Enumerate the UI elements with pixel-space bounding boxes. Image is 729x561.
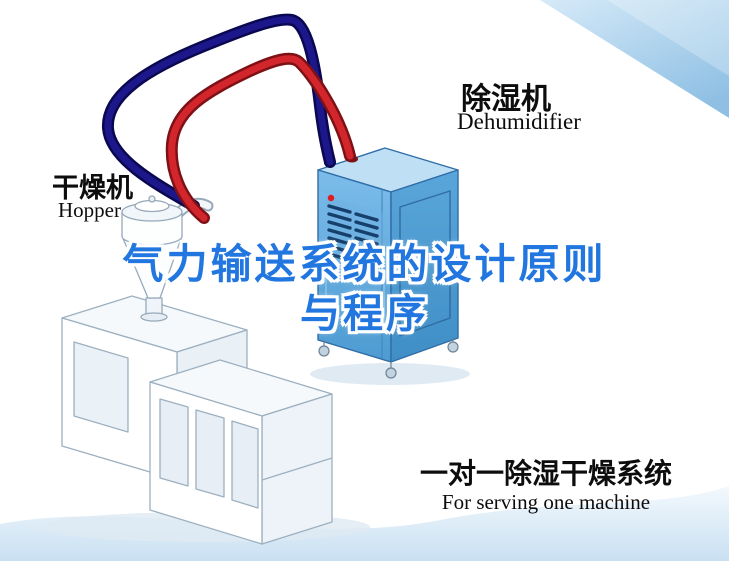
extruder-machine (61, 295, 333, 545)
dehumidifier-door (399, 190, 451, 337)
hopper-knob (148, 195, 156, 203)
caption-en: For serving one machine (441, 490, 651, 514)
bottom-decoration (0, 486, 729, 561)
dehumidifier-label-cn: 除湿机 (461, 83, 551, 116)
indicator-light (327, 194, 335, 202)
pipe-blue (102, 13, 336, 212)
dryer-label-cn: 干燥机 (52, 173, 133, 203)
machine-door (195, 409, 225, 498)
dehumidifier-unit (317, 147, 459, 379)
page-title-line2: 与程序 (300, 292, 429, 336)
caster-wheels (318, 338, 459, 379)
dryer-label-en: Hopper (58, 198, 121, 222)
dehumidifier-side (390, 169, 459, 363)
corner-decoration (540, 0, 729, 118)
caption-cn: 一对一除湿干燥系统 (419, 458, 672, 489)
machine-panel (73, 341, 129, 433)
machine-door (231, 420, 259, 509)
dehumidifier-label-en: Dehumidifier (457, 109, 581, 134)
pipe-red (165, 52, 356, 224)
vent-grille (327, 204, 379, 270)
machine-door (159, 398, 189, 487)
page-title-line1: 气力输送系统的设计原则 (122, 241, 607, 287)
